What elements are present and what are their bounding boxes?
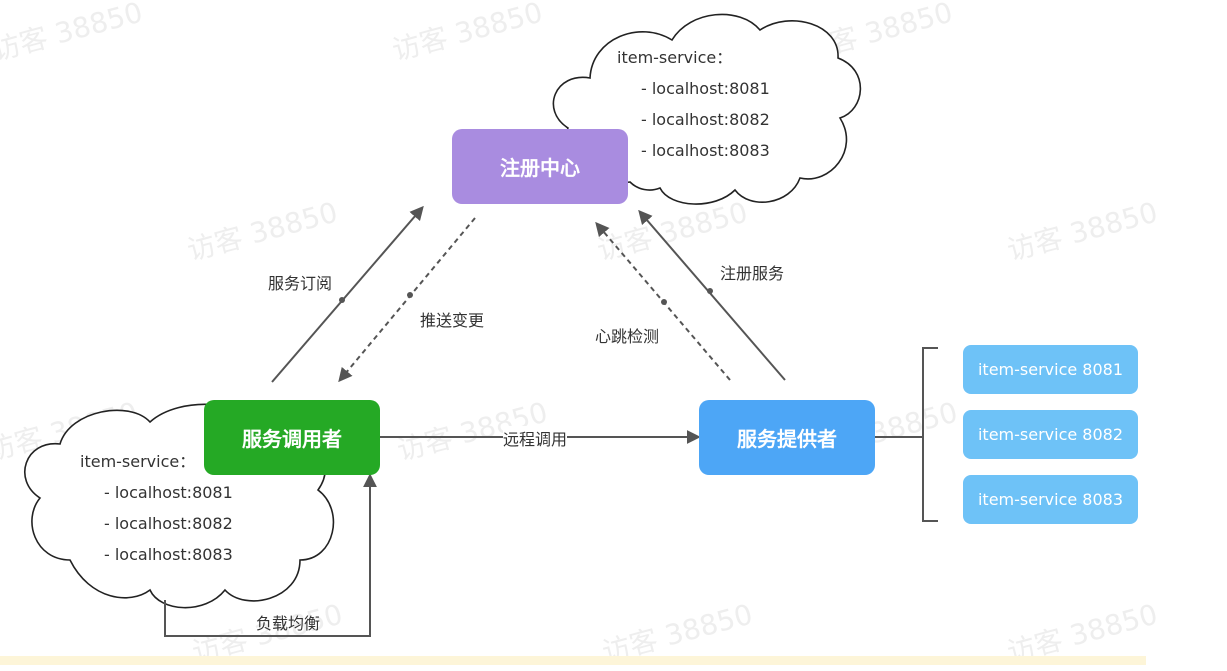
instance-bracket bbox=[922, 347, 938, 522]
push-change-dot bbox=[407, 292, 413, 298]
instance-8082: item-service 8082 bbox=[963, 410, 1138, 459]
consumer-cloud-item: - localhost:8082 bbox=[104, 514, 233, 533]
register-arrow bbox=[638, 209, 786, 381]
remote-call-label: 远程调用 bbox=[503, 426, 568, 450]
registry-cloud-item: - localhost:8083 bbox=[641, 141, 770, 160]
provider-node: 服务提供者 bbox=[699, 400, 875, 475]
registry-node: 注册中心 bbox=[452, 129, 628, 204]
heartbeat-label: 心跳检测 bbox=[595, 327, 660, 346]
subscribe-label: 服务订阅 bbox=[268, 274, 333, 293]
heartbeat-dot bbox=[661, 299, 667, 305]
register-dot bbox=[707, 288, 713, 294]
register-label: 注册服务 bbox=[720, 264, 785, 283]
registry-cloud-text: item-service： - localhost:8081 - localho… bbox=[617, 42, 770, 166]
subscribe-dot bbox=[339, 297, 345, 303]
instance-8083: item-service 8083 bbox=[963, 475, 1138, 524]
load-balance-label: 负载均衡 bbox=[256, 614, 321, 633]
subscribe-arrow bbox=[271, 205, 424, 383]
registry-cloud-shape bbox=[552, 13, 862, 205]
consumer-cloud-title: item-service： bbox=[80, 452, 196, 471]
push-change-arrow bbox=[338, 217, 476, 383]
load-balance-arrow bbox=[164, 473, 377, 637]
consumer-cloud-item: - localhost:8083 bbox=[104, 545, 233, 564]
consumer-cloud-text: item-service： - localhost:8081 - localho… bbox=[80, 446, 233, 570]
instance-8081: item-service 8081 bbox=[963, 345, 1138, 394]
registry-cloud-title: item-service： bbox=[617, 48, 733, 67]
consumer-cloud-item: - localhost:8081 bbox=[104, 483, 233, 502]
bottom-highlight-bar bbox=[0, 656, 1146, 665]
push-change-label: 推送变更 bbox=[420, 311, 485, 330]
registry-cloud-item: - localhost:8081 bbox=[641, 79, 770, 98]
consumer-node: 服务调用者 bbox=[204, 400, 380, 475]
registry-cloud-item: - localhost:8082 bbox=[641, 110, 770, 129]
